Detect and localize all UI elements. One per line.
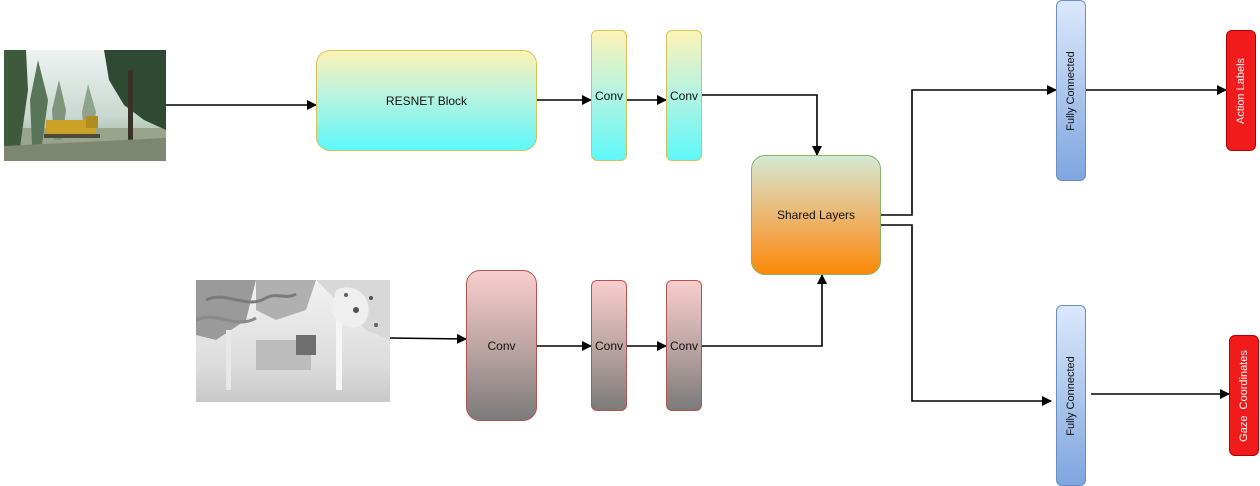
fc-gaze-label: Fully Connected [1065,355,1077,436]
depth-conv-layer-1: Conv [591,280,627,411]
gaze-coordinates-output: Gaze Coordinates [1229,335,1259,456]
arrow-shared-to-fc-gaze [881,224,1052,406]
depth-conv-2-label: Conv [669,338,698,353]
arrow-depthconv2-to-shared [702,274,827,347]
depth-conv-1-label: Conv [594,338,623,353]
arrow-conv2-to-shared [702,94,822,156]
action-labels-text: Action Labels [1235,57,1248,124]
rgb-conv-layer-2: Conv [666,30,702,161]
fc-action-label: Fully Connected [1065,50,1077,131]
resnet-block-label: RESNET Block [385,93,468,108]
resnet-block: RESNET Block [316,50,537,151]
rgb-input-image [4,50,166,161]
depth-conv-layer-large: Conv [466,270,537,421]
depth-input-image [196,280,390,402]
rgb-conv-2-label: Conv [669,88,698,103]
depth-conv-large-label: Conv [487,338,516,353]
shared-layers-label: Shared Layers [776,208,856,222]
depth-conv-layer-2: Conv [666,280,702,411]
rgb-conv-1-label: Conv [594,88,623,103]
fully-connected-gaze: Fully Connected [1056,305,1086,486]
action-labels-output: Action Labels [1226,30,1256,151]
rgb-conv-layer-1: Conv [591,30,627,161]
fully-connected-action: Fully Connected [1056,0,1086,181]
shared-layers: Shared Layers [751,155,881,275]
arrow-shared-to-fc-action [881,85,1057,216]
gaze-coordinates-text: Gaze Coordinates [1238,349,1250,442]
arrow-depth-to-conv [389,333,467,344]
